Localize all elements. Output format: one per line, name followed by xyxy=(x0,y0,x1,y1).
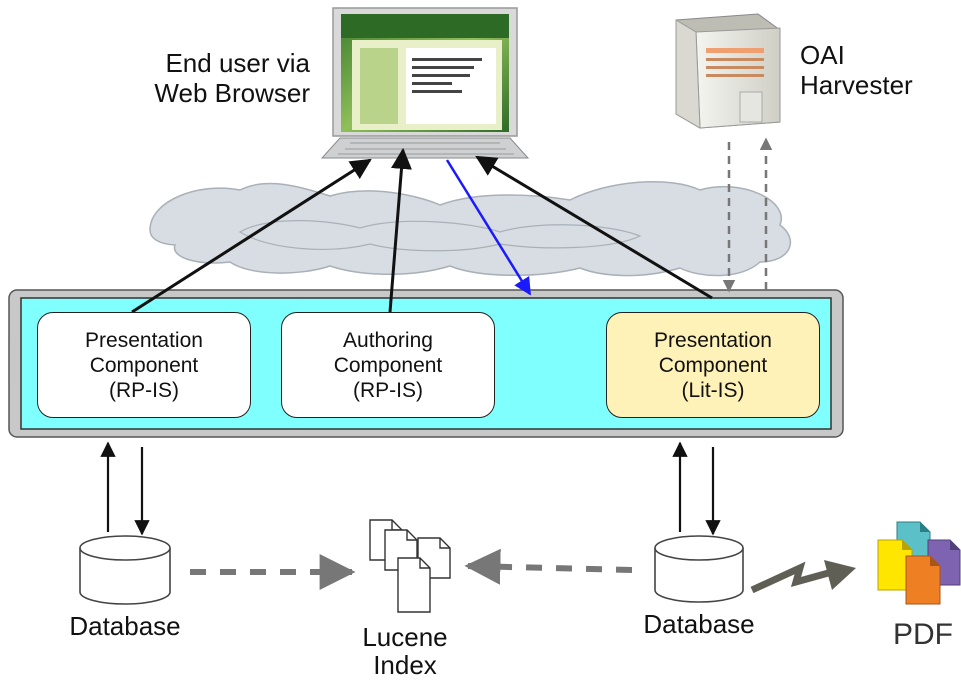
database-left-label: Database xyxy=(69,611,181,641)
lightning-arrow-to-pdf xyxy=(750,560,856,594)
computer-monitor-icon xyxy=(320,7,530,159)
oai-harvester-label: OAI Harvester xyxy=(800,40,913,100)
pdf-documents-icon xyxy=(877,521,961,605)
arrow-browser-to-layer xyxy=(445,159,532,296)
presentation-component-rp-is: Presentation Component (RP-IS) xyxy=(37,312,251,418)
pdf-label: PDF xyxy=(893,618,953,651)
database-right-label: Database xyxy=(643,609,755,639)
network-cloud xyxy=(149,180,792,277)
lucene-documents-icon xyxy=(369,519,451,613)
arrow-db-right-to-lucene xyxy=(464,548,633,585)
database-left-icon xyxy=(79,535,171,605)
presentation-component-lit-is: Presentation Component (Lit-IS) xyxy=(606,312,820,418)
server-icon xyxy=(675,13,781,129)
authoring-component-rp-is: Authoring Component (RP-IS) xyxy=(281,312,495,418)
arrow-presentation-rp-to-browser xyxy=(131,158,372,314)
arrow-authoring-to-browser xyxy=(388,147,412,313)
lucene-index-label: Lucene Index xyxy=(362,622,448,680)
arrow-presentation-lit-to-browser xyxy=(475,155,713,300)
end-user-label: End user via Web Browser xyxy=(154,48,310,108)
database-right-icon xyxy=(654,535,744,603)
